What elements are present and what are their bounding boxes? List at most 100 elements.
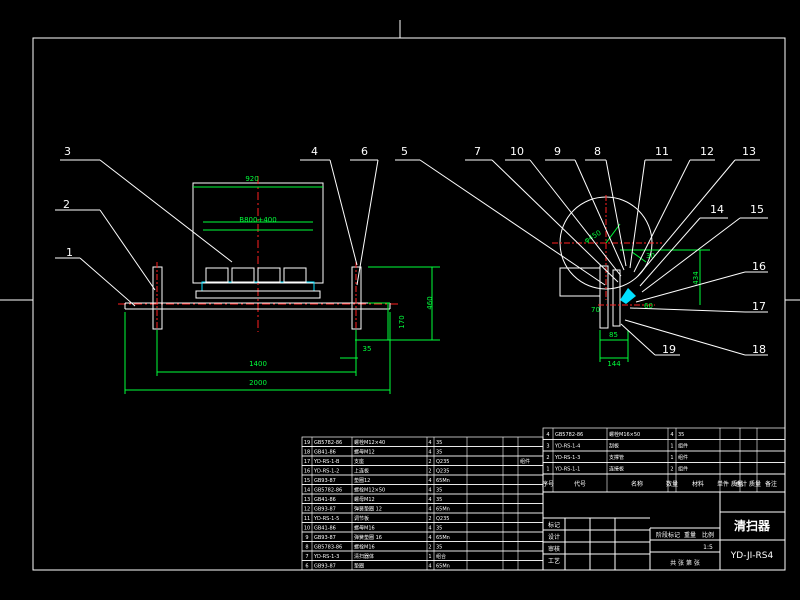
bom-name: 螺栓M12×40 bbox=[354, 439, 385, 446]
dim-b800: B800+400 bbox=[239, 216, 276, 224]
dim-35: 35 bbox=[363, 345, 372, 353]
bom-qty: 2 bbox=[428, 516, 431, 522]
bom-qty: 4 bbox=[428, 440, 431, 446]
bom-code: GB93-87 bbox=[314, 478, 336, 484]
info-scale-value: 1:5 bbox=[703, 544, 713, 551]
scraper-tip bbox=[620, 288, 636, 304]
bom-qty: 4 bbox=[428, 535, 431, 541]
upper-no: 1 bbox=[546, 467, 549, 473]
bom-no: 15 bbox=[304, 478, 310, 484]
balloon-7: 7 bbox=[474, 145, 481, 158]
bom-qty: 4 bbox=[428, 507, 431, 513]
right-view: φ450 30 434 70 85 144 60 7 10 9 8 11 12 … bbox=[465, 145, 768, 368]
bom-name: 上连板 bbox=[354, 468, 369, 475]
bom-name: 垫圈 bbox=[354, 563, 364, 570]
title-block: 清扫器 YD-JI-RS4 共 张 第 张 阶段标记 重量 比例 1:5 标记 … bbox=[542, 491, 786, 571]
upper-code: YD-RS-1-4 bbox=[554, 444, 580, 450]
bom-mass: 组件 bbox=[520, 458, 530, 465]
bom-code: GB5782-86 bbox=[314, 440, 342, 446]
bom-name: 螺母M16 bbox=[354, 525, 375, 532]
upper-no: 3 bbox=[546, 444, 549, 450]
info-scale: 比例 bbox=[702, 531, 714, 539]
bom-name: 垫圈12 bbox=[354, 477, 370, 484]
header-col: 代号 bbox=[574, 480, 586, 488]
sign-design: 设计 bbox=[548, 533, 560, 541]
header-col: 单件 质量 bbox=[717, 480, 743, 488]
balloon-5: 5 bbox=[401, 145, 408, 158]
bom-material: 35 bbox=[436, 545, 442, 551]
header-cells: 序号代号名称数量材料单件 质量总计 质量备注 bbox=[542, 474, 777, 492]
bom-material: 65Mn bbox=[436, 507, 450, 513]
bom-name: 螺栓M12×50 bbox=[354, 487, 385, 494]
dim-2000: 2000 bbox=[249, 379, 267, 387]
bom-code: YD-RS-1-3 bbox=[313, 554, 339, 560]
dim-85: 85 bbox=[609, 331, 618, 339]
bom-no: 13 bbox=[304, 497, 310, 503]
header-col: 材料 bbox=[692, 480, 704, 488]
bom-code: GB41-86 bbox=[314, 497, 336, 503]
left-leaders bbox=[55, 159, 606, 307]
balloon-10: 10 bbox=[510, 145, 524, 158]
upper-qty: 4 bbox=[670, 432, 673, 438]
upper-qty: 2 bbox=[670, 467, 673, 473]
bom-name: 螺母M12 bbox=[354, 449, 375, 456]
vertical-plate bbox=[599, 265, 609, 329]
bom-name: 调节板 bbox=[354, 515, 369, 522]
dim-144: 144 bbox=[607, 360, 621, 368]
left-dimensions bbox=[124, 186, 440, 394]
balloon-13: 13 bbox=[742, 145, 756, 158]
bom-material: 35 bbox=[436, 526, 442, 532]
info-weight: 重量 bbox=[684, 531, 696, 539]
dim-60: 60 bbox=[644, 302, 653, 310]
bom-code: GB93-87 bbox=[314, 507, 336, 513]
bom-qty: 2 bbox=[428, 459, 431, 465]
bom-code: YD-RS-1-B bbox=[313, 459, 340, 465]
bom-material: 65Mn bbox=[436, 535, 450, 541]
scraper-segments bbox=[205, 267, 307, 283]
bom-no: 9 bbox=[305, 535, 308, 541]
upper-qty: 1 bbox=[670, 444, 673, 450]
upper-no: 2 bbox=[546, 455, 549, 461]
bom-material: 65Mn bbox=[436, 564, 450, 570]
bom-no: 19 bbox=[304, 440, 310, 446]
dim-1400: 1400 bbox=[249, 360, 267, 368]
upper-no: 4 bbox=[546, 432, 549, 438]
scraper-blade-base bbox=[195, 290, 321, 299]
bom-no: 17 bbox=[304, 459, 310, 465]
bom-no: 16 bbox=[304, 469, 310, 475]
bom-material: 65Mn bbox=[436, 478, 450, 484]
upper-material: 35 bbox=[678, 432, 684, 438]
dim-170: 170 bbox=[398, 315, 406, 328]
bom-code: GB5782-86 bbox=[314, 488, 342, 494]
bom-material: Q235 bbox=[436, 469, 449, 475]
balloon-9: 9 bbox=[554, 145, 561, 158]
sign-mark: 标记 bbox=[548, 521, 560, 529]
bom-code: GB41-86 bbox=[314, 450, 336, 456]
balloon-12: 12 bbox=[700, 145, 714, 158]
sheet-info: 共 张 第 张 bbox=[670, 559, 700, 567]
header-col: 备注 bbox=[765, 480, 777, 488]
upper-code: GB5782-86 bbox=[555, 432, 583, 438]
bom-no: 14 bbox=[304, 488, 310, 494]
upper-material: 组件 bbox=[678, 454, 688, 461]
bom-code: GB5783-86 bbox=[314, 545, 342, 551]
upper-name: 螺栓M16×50 bbox=[609, 431, 640, 438]
bom-code: GB41-86 bbox=[314, 526, 336, 532]
balloon-15: 15 bbox=[750, 203, 764, 216]
bom-material: 35 bbox=[436, 440, 442, 446]
upper-name: 连接板 bbox=[609, 466, 624, 473]
bom-material: Q235 bbox=[436, 516, 449, 522]
bom-material: 35 bbox=[436, 488, 442, 494]
sign-process: 工艺 bbox=[548, 557, 560, 565]
right-leaders bbox=[465, 159, 768, 356]
upper-name: 刮板 bbox=[609, 443, 619, 450]
bom-no: 8 bbox=[305, 545, 308, 551]
bom-no: 6 bbox=[305, 564, 308, 570]
upper-name: 支撑管 bbox=[609, 454, 624, 461]
bom-qty: 1 bbox=[428, 554, 431, 560]
bom-material: 组合 bbox=[436, 553, 446, 560]
bom-code: YD-RS-1-5 bbox=[313, 516, 339, 522]
bom-material: Q235 bbox=[436, 459, 449, 465]
